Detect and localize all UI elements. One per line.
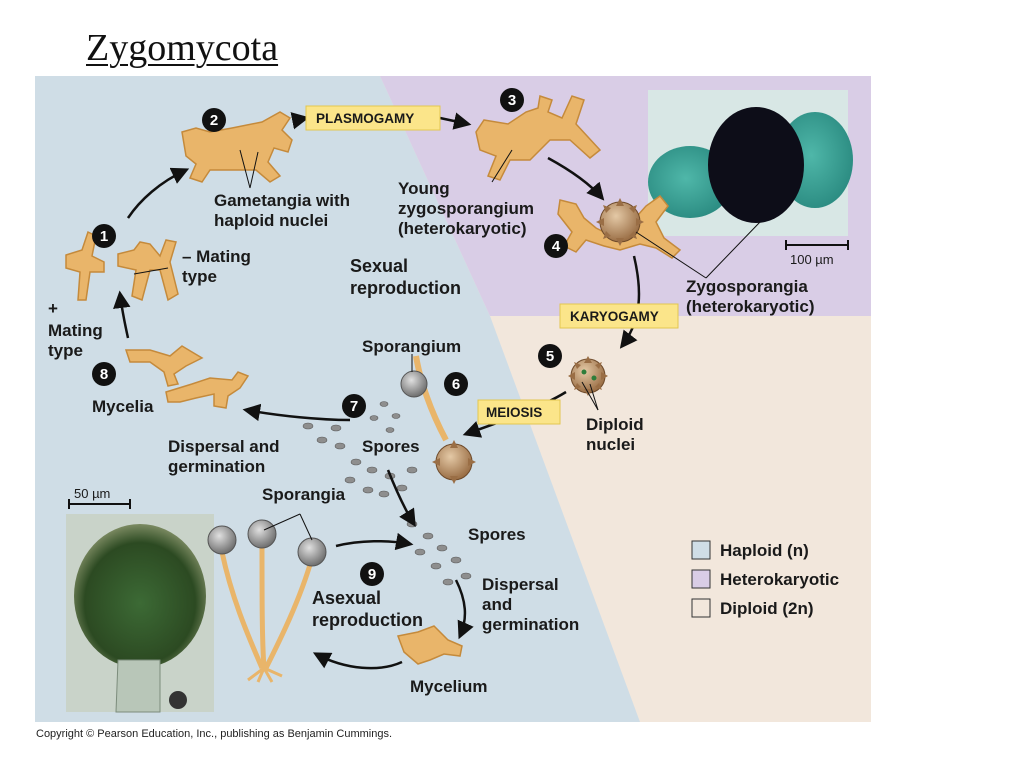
label-zygosporangia: Zygosporangia: [686, 277, 808, 296]
scale-bar-50um: 50 µm: [74, 486, 110, 501]
label-minus-mating-2: type: [182, 267, 217, 286]
svg-text:4: 4: [552, 238, 561, 255]
legend: Haploid (n) Heterokaryotic Diploid (2n): [691, 540, 839, 618]
label-young-zygo-3: (heterokaryotic): [398, 219, 526, 238]
scale-bar-100um: 100 µm: [790, 252, 834, 267]
svg-text:5: 5: [546, 348, 554, 365]
label-asexual: Asexual: [312, 588, 381, 608]
svg-text:6: 6: [452, 376, 460, 393]
sporangium-micrograph: 50 µm: [66, 486, 214, 713]
zygosporangium-micrograph: 100 µm: [648, 90, 853, 267]
sporangia-cluster: [207, 519, 327, 683]
step-number-7: 7: [342, 394, 366, 418]
label-plus-mating-2: type: [48, 341, 83, 360]
svg-text:KARYOGAMY: KARYOGAMY: [570, 309, 659, 324]
svg-text:8: 8: [100, 366, 108, 383]
label-young-zygo-2: zygosporangium: [398, 199, 534, 218]
step-number-3: 3: [500, 88, 524, 112]
step-numbers: 1 2 3 4 5 6 7 8 9: [92, 88, 568, 586]
germinating-zygosporangium: [400, 355, 476, 484]
label-young-zygo: Young: [398, 179, 450, 198]
step-number-8: 8: [92, 362, 116, 386]
stage-label-karyogamy: KARYOGAMY: [559, 303, 679, 329]
label-gametangia-2: haploid nuclei: [214, 211, 328, 230]
svg-text:2: 2: [210, 112, 218, 129]
label-asexual-2: reproduction: [312, 610, 423, 630]
svg-text:1: 1: [100, 228, 108, 245]
label-mycelium: Mycelium: [410, 677, 487, 696]
svg-text:7: 7: [350, 398, 358, 415]
copyright-notice: Copyright © Pearson Education, Inc., pub…: [36, 728, 393, 740]
label-dispersal-1b: germination: [168, 457, 265, 476]
legend-item-heterokaryotic: Heterokaryotic: [691, 569, 839, 589]
svg-text:Heterokaryotic: Heterokaryotic: [720, 570, 839, 589]
diagram-labels: Gametangia with haploid nuclei – Mating …: [48, 179, 814, 696]
label-dispersal-1: Dispersal and: [168, 437, 280, 456]
label-spores-top: Spores: [362, 437, 420, 456]
svg-text:MEIOSIS: MEIOSIS: [486, 405, 542, 420]
svg-text:9: 9: [368, 566, 376, 583]
step-number-1: 1: [92, 224, 116, 248]
label-sporangia: Sporangia: [262, 485, 346, 504]
label-dispersal-2b: and: [482, 595, 512, 614]
stage-label-meiosis: MEIOSIS: [477, 399, 561, 425]
label-sporangium: Sporangium: [362, 337, 461, 356]
label-plus-sign: +: [48, 299, 58, 318]
label-mycelia: Mycelia: [92, 397, 154, 416]
label-dispersal-2c: germination: [482, 615, 579, 634]
zygosporangium-4: [596, 198, 644, 246]
legend-item-diploid: Diploid (2n): [691, 598, 813, 618]
step-number-4: 4: [544, 234, 568, 258]
svg-text:Diploid (2n): Diploid (2n): [720, 599, 813, 618]
svg-text:Haploid (n): Haploid (n): [720, 541, 809, 560]
hyphae-illustrations: [65, 95, 682, 665]
step-number-5: 5: [538, 344, 562, 368]
label-spores-bottom: Spores: [468, 525, 526, 544]
leader-lines: [133, 149, 761, 541]
label-diploid-2: nuclei: [586, 435, 635, 454]
stage-label-plasmogamy: PLASMOGAMY: [305, 105, 441, 131]
step-number-2: 2: [202, 108, 226, 132]
legend-item-haploid: Haploid (n): [691, 540, 809, 560]
zygosporangium-5: [568, 356, 608, 396]
label-gametangia: Gametangia with: [214, 191, 350, 210]
label-sexual: Sexual: [350, 256, 408, 276]
label-plus-mating: Mating: [48, 321, 103, 340]
label-zygosporangia-2: (heterokaryotic): [686, 297, 814, 316]
label-minus-mating: – Mating: [182, 247, 251, 266]
step-number-9: 9: [360, 562, 384, 586]
step-number-6: 6: [444, 372, 468, 396]
svg-text:3: 3: [508, 92, 516, 109]
label-diploid: Diploid: [586, 415, 644, 434]
label-sexual-2: reproduction: [350, 278, 461, 298]
slide-title: Zygomycota: [86, 27, 279, 69]
label-dispersal-2: Dispersal: [482, 575, 559, 594]
svg-text:PLASMOGAMY: PLASMOGAMY: [316, 111, 414, 126]
